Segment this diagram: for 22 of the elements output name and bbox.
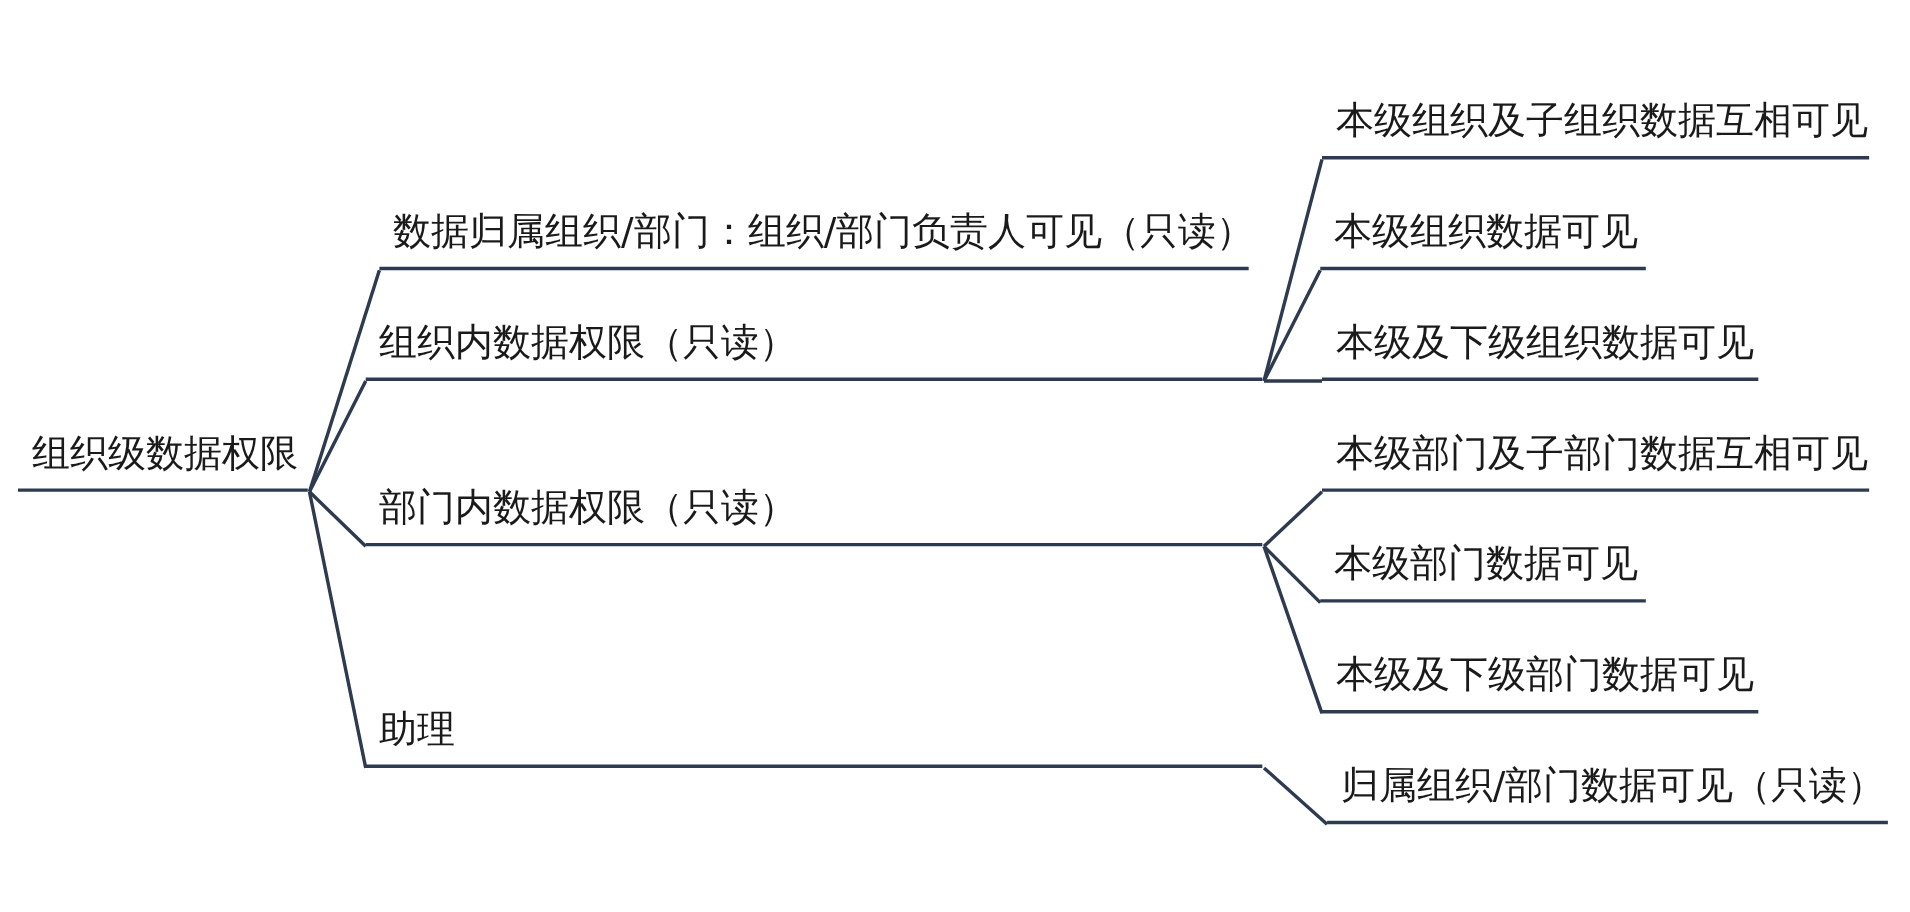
connector xyxy=(1262,545,1321,604)
connector xyxy=(307,269,381,493)
node-text: 本级组织及子组织数据互相可见 xyxy=(1335,98,1868,143)
connector xyxy=(307,380,367,493)
node-text: 组织内数据权限（只读） xyxy=(378,319,797,364)
connector xyxy=(1261,158,1324,382)
node-text: 数据归属组织/部门：组织/部门负责人可见（只读） xyxy=(392,208,1254,253)
node-text: 部门内数据权限（只读） xyxy=(378,485,797,530)
connector xyxy=(1262,490,1323,548)
connector xyxy=(1262,766,1328,826)
node-text: 本级部门数据可见 xyxy=(1333,541,1638,586)
node-text: 助理 xyxy=(378,706,455,751)
connector xyxy=(1263,379,1322,383)
connector xyxy=(1261,545,1324,714)
connector xyxy=(1262,269,1322,382)
node-text: 组织级数据权限 xyxy=(31,430,298,475)
node-text: 本级及下级部门数据可见 xyxy=(1335,652,1754,697)
connector xyxy=(307,491,367,769)
node-text: 归属组织/部门数据可见（只读） xyxy=(1340,762,1885,807)
node-text: 本级及下级组织数据可见 xyxy=(1335,319,1754,364)
node-text: 本级组织数据可见 xyxy=(1333,208,1638,253)
node-text: 本级部门及子部门数据互相可见 xyxy=(1335,430,1868,475)
